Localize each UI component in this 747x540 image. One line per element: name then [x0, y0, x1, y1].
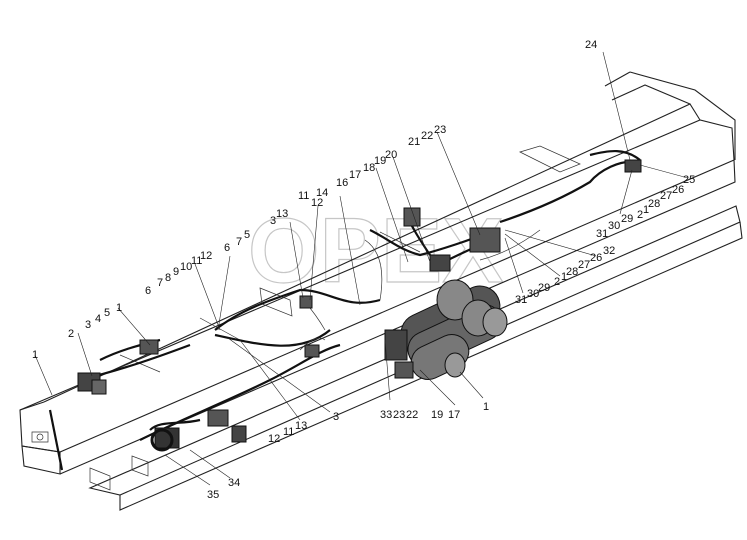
callout-35: 35 [207, 489, 219, 501]
callout-18: 18 [363, 162, 375, 174]
callout-34: 34 [228, 477, 240, 489]
callout-17: 17 [448, 409, 460, 421]
callout-31: 31 [596, 228, 608, 240]
callout-3: 3 [270, 215, 276, 227]
chassis-frame [19, 71, 743, 511]
callout-21: 21 [408, 136, 420, 148]
callout-4: 4 [95, 313, 101, 325]
callout-6: 6 [145, 285, 151, 297]
air-tanks [384, 279, 508, 380]
callout-1: 1 [32, 349, 38, 361]
callout-30: 30 [527, 288, 539, 300]
callout-1: 1 [483, 401, 489, 413]
callout-23: 23 [393, 409, 405, 421]
callout-25: 25 [683, 174, 695, 186]
callout-19: 19 [431, 409, 443, 421]
callout-30: 30 [608, 220, 620, 232]
callout-27: 27 [578, 259, 590, 271]
callout-29: 29 [538, 282, 550, 294]
callout-19: 19 [374, 155, 386, 167]
callout-24: 24 [585, 39, 597, 51]
callout-32: 32 [603, 245, 615, 257]
callout-13: 13 [295, 420, 307, 432]
callout-13: 13 [276, 208, 288, 220]
callout-12: 12 [200, 250, 212, 262]
callout-5: 5 [244, 229, 250, 241]
callout-28: 28 [648, 198, 660, 210]
callout-8: 8 [165, 272, 171, 284]
callout-labels: 24 25 26 27 28 1 2 29 30 31 32 26 27 28 … [32, 39, 695, 501]
callout-29: 29 [621, 213, 633, 225]
callout-1: 1 [643, 204, 649, 216]
callout-11: 11 [191, 255, 202, 267]
callout-28: 28 [566, 266, 578, 278]
callout-11: 11 [283, 426, 294, 438]
leader-lines [34, 51, 689, 486]
callout-3: 3 [333, 411, 339, 423]
callout-33: 33 [380, 409, 392, 421]
callout-22: 22 [421, 130, 433, 142]
callout-2: 2 [637, 209, 643, 221]
callout-11: 11 [298, 190, 309, 202]
callout-2: 2 [68, 328, 74, 340]
callout-9: 9 [173, 266, 179, 278]
callout-10: 10 [180, 261, 192, 273]
callout-23: 23 [434, 124, 446, 136]
callout-14: 14 [316, 187, 328, 199]
callout-3: 3 [85, 319, 91, 331]
callout-20: 20 [385, 149, 397, 161]
callout-2: 2 [554, 276, 560, 288]
callout-26: 26 [672, 184, 684, 196]
callout-7: 7 [236, 236, 242, 248]
callout-12: 12 [268, 433, 280, 445]
callout-31: 31 [515, 294, 527, 306]
callout-6: 6 [224, 242, 230, 254]
callout-5: 5 [104, 307, 110, 319]
callout-26: 26 [590, 252, 602, 264]
callout-17: 17 [349, 169, 361, 181]
callout-7: 7 [157, 277, 163, 289]
callout-12: 12 [311, 197, 323, 209]
callout-16: 16 [336, 177, 348, 189]
callout-27: 27 [660, 190, 672, 202]
callout-1: 1 [561, 271, 567, 283]
callout-1: 1 [116, 302, 122, 314]
pneumatic-lines [48, 150, 642, 471]
callout-22: 22 [406, 409, 418, 421]
